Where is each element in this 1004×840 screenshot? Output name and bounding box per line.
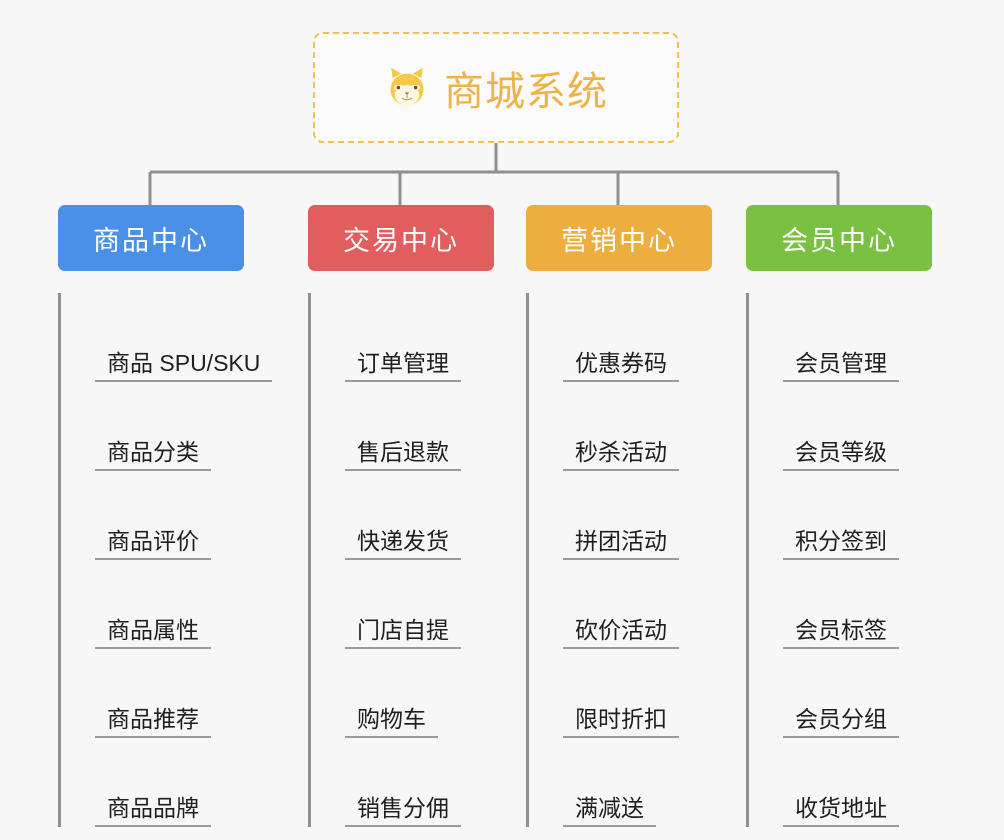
leaf-label: 售后退款 [345,439,461,471]
branch-item-list-trade-center: 订单管理 售后退款 快递发货 门店自提 购物车 销售分佣 [308,293,494,827]
leaf-label: 商品属性 [95,617,211,649]
leaf-label: 会员分组 [783,706,899,738]
leaf-label: 快递发货 [345,528,461,560]
leaf-label: 购物车 [345,706,438,738]
list-item[interactable]: 销售分佣 [325,738,494,827]
branch-trade-center: 交易中心 订单管理 售后退款 快递发货 门店自提 购物车 销售分佣 [308,205,494,827]
list-item[interactable]: 满减送 [543,738,712,827]
list-item[interactable]: 商品分类 [75,382,244,471]
branch-item-list-marketing-center: 优惠券码 秒杀活动 拼团活动 砍价活动 限时折扣 满减送 [526,293,712,827]
branch-item-list-member-center: 会员管理 会员等级 积分签到 会员标签 会员分组 收货地址 [746,293,932,827]
leaf-label: 秒杀活动 [563,439,679,471]
leaf-label: 积分签到 [783,528,899,560]
leaf-label: 会员管理 [783,350,899,382]
leaf-label: 商品评价 [95,528,211,560]
branch-header-product-center[interactable]: 商品中心 [58,205,244,271]
branch-product-center: 商品中心 商品 SPU/SKU 商品分类 商品评价 商品属性 商品推荐 商品品牌 [58,205,273,827]
list-item[interactable]: 商品属性 [75,560,244,649]
list-item[interactable]: 快递发货 [325,471,494,560]
list-item[interactable]: 商品评价 [75,471,244,560]
leaf-label: 订单管理 [345,350,461,382]
leaf-label: 商品品牌 [95,795,211,827]
branch-header-marketing-center[interactable]: 营销中心 [526,205,712,271]
root-node[interactable]: 商城系统 [313,32,679,143]
list-item[interactable]: 会员标签 [763,560,932,649]
branch-header-trade-center[interactable]: 交易中心 [308,205,494,271]
list-item[interactable]: 门店自提 [325,560,494,649]
leaf-label: 商品分类 [95,439,211,471]
leaf-label: 砍价活动 [563,617,679,649]
list-item[interactable]: 商品 SPU/SKU [75,293,273,382]
list-item[interactable]: 积分签到 [763,471,932,560]
leaf-label: 满减送 [563,795,656,827]
list-item[interactable]: 收货地址 [763,738,932,827]
leaf-label: 门店自提 [345,617,461,649]
list-item[interactable]: 商品品牌 [75,738,244,827]
branch-item-list-product-center: 商品 SPU/SKU 商品分类 商品评价 商品属性 商品推荐 商品品牌 [58,293,273,827]
list-item[interactable]: 限时折扣 [543,649,712,738]
root-title: 商城系统 [444,69,608,114]
branch-label: 商品中心 [93,225,209,256]
list-item[interactable]: 购物车 [325,649,494,738]
leaf-label: 优惠券码 [563,350,679,382]
list-item[interactable]: 商品推荐 [75,649,244,738]
list-item[interactable]: 会员分组 [763,649,932,738]
branch-label: 营销中心 [561,225,677,256]
list-item[interactable]: 优惠券码 [543,293,712,382]
leaf-label: 限时折扣 [563,706,679,738]
leaf-label: 商品推荐 [95,706,211,738]
list-item[interactable]: 会员管理 [763,293,932,382]
leaf-label: 拼团活动 [563,528,679,560]
branch-label: 会员中心 [781,225,897,256]
leaf-label: 会员标签 [783,617,899,649]
branch-member-center: 会员中心 会员管理 会员等级 积分签到 会员标签 会员分组 收货地址 [746,205,932,827]
list-item[interactable]: 砍价活动 [543,560,712,649]
shiba-dog-face-icon [384,65,430,111]
branch-header-member-center[interactable]: 会员中心 [746,205,932,271]
leaf-label: 商品 SPU/SKU [95,350,273,382]
leaf-label: 收货地址 [783,795,899,827]
list-item[interactable]: 会员等级 [763,382,932,471]
branch-marketing-center: 营销中心 优惠券码 秒杀活动 拼团活动 砍价活动 限时折扣 满减送 [526,205,712,827]
list-item[interactable]: 订单管理 [325,293,494,382]
list-item[interactable]: 秒杀活动 [543,382,712,471]
leaf-label: 会员等级 [783,439,899,471]
branch-label: 交易中心 [343,225,459,256]
list-item[interactable]: 拼团活动 [543,471,712,560]
list-item[interactable]: 售后退款 [325,382,494,471]
leaf-label: 销售分佣 [345,795,461,827]
